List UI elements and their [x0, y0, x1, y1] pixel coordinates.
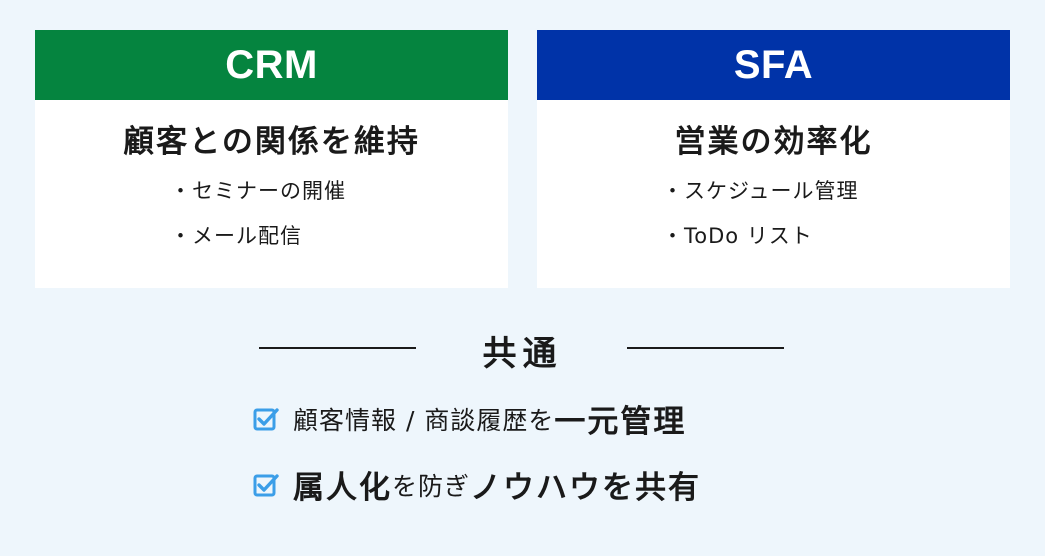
list-item: ・スケジュール管理: [662, 179, 859, 203]
sfa-card-header: SFA: [537, 30, 1010, 100]
divider-line-left: [259, 347, 416, 349]
list-item: ・セミナーの開催: [170, 179, 346, 203]
common-section-heading: 共通: [0, 318, 1045, 378]
point-1-text: 顧客情報 / 商談履歴を: [293, 405, 555, 435]
divider-line-right: [627, 347, 784, 349]
sfa-title: SFA: [733, 42, 814, 87]
point-2-emphasis: ノウハウを共有: [470, 470, 702, 506]
crm-title: CRM: [225, 42, 318, 87]
crm-card: CRM 顧客との関係を維持 ・セミナーの開催 ・メール配信: [35, 30, 508, 288]
crm-card-header: CRM: [35, 30, 508, 100]
point-1-emphasis: 一元管理: [554, 404, 687, 440]
sfa-subtitle: 営業の効率化: [674, 124, 873, 160]
sfa-card: SFA 営業の効率化 ・スケジュール管理 ・ToDo リスト: [537, 30, 1010, 288]
crm-feature-list: ・セミナーの開催 ・メール配信: [35, 179, 508, 248]
crm-subtitle: 顧客との関係を維持: [123, 124, 420, 160]
common-point-1: 顧客情報 / 商談履歴を 一元管理: [253, 396, 686, 441]
checkbox-check-icon: [253, 407, 279, 430]
point-2-lead-emphasis: 属人化: [293, 470, 392, 506]
sfa-feature-list: ・スケジュール管理 ・ToDo リスト: [537, 179, 1010, 248]
common-title: 共通: [482, 334, 563, 374]
checkbox-check-icon: [253, 473, 279, 496]
point-2-text: を防ぎ: [392, 471, 471, 501]
common-point-2: 属人化 を防ぎ ノウハウを共有: [253, 462, 701, 507]
list-item: ・メール配信: [170, 224, 302, 248]
list-item: ・ToDo リスト: [662, 224, 813, 248]
